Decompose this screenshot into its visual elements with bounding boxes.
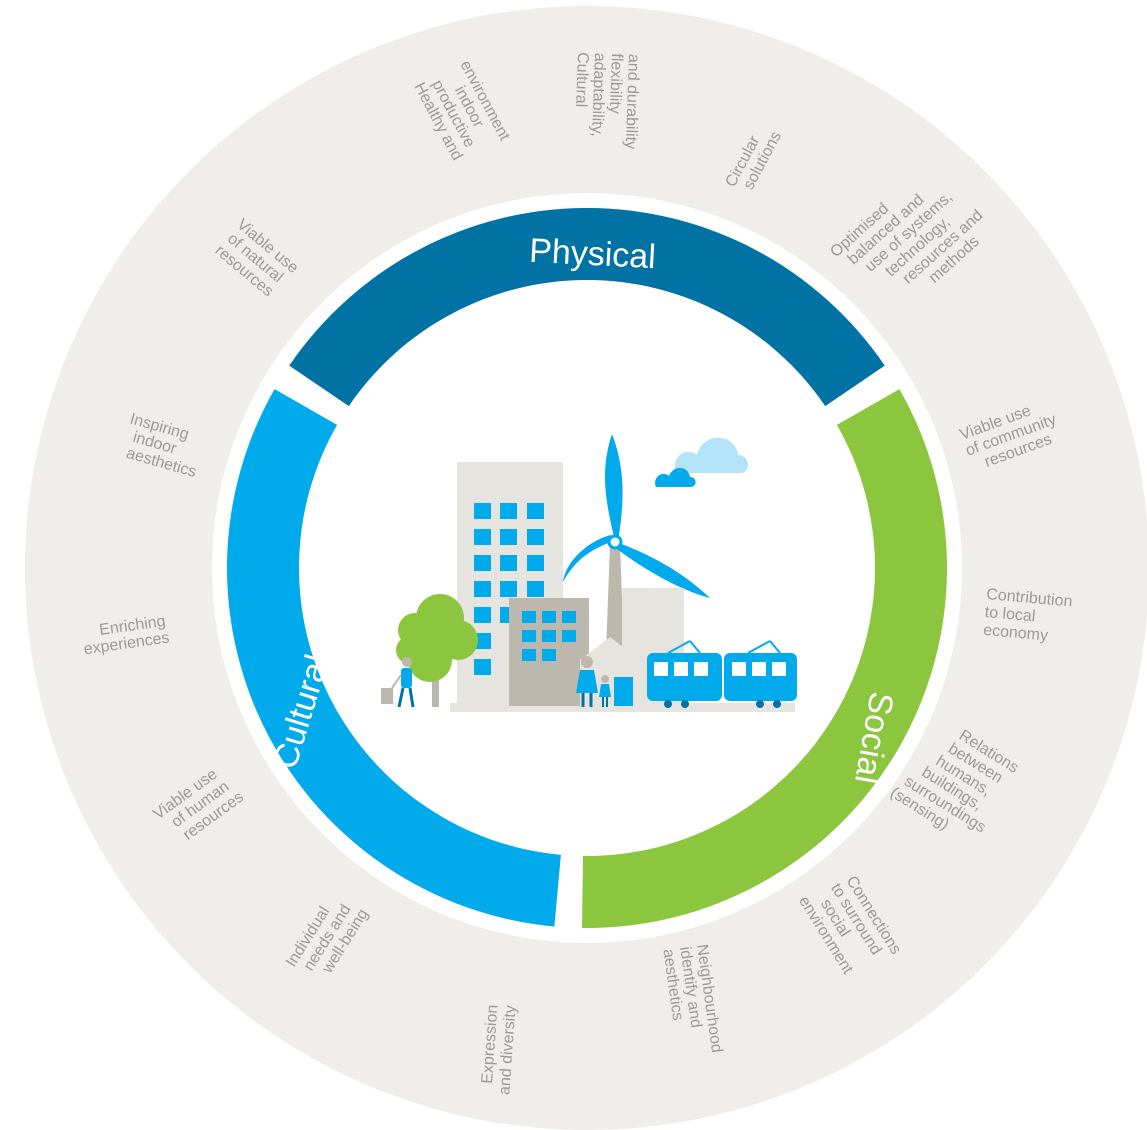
- house-door: [614, 677, 633, 706]
- clouds: [655, 437, 749, 487]
- pavement: [450, 703, 795, 712]
- grey-building-windows: [522, 611, 576, 661]
- tree: [396, 594, 478, 707]
- traveller-person: [381, 657, 415, 708]
- tram: [647, 640, 797, 708]
- label-line: Cultural: [572, 52, 591, 108]
- label-line: flexibility: [606, 53, 625, 114]
- label-line: economy: [983, 622, 1049, 645]
- label-line: and durability: [622, 54, 642, 150]
- parent-and-child: [576, 656, 611, 707]
- label-line: adaptability,: [588, 52, 608, 137]
- tall-building-windows: [474, 503, 544, 675]
- physical-segment: [289, 208, 885, 407]
- physical-label: Physical: [528, 232, 656, 277]
- cultural-segment: [227, 389, 561, 927]
- label-line: to local: [984, 604, 1036, 625]
- label-cultural-adaptability: Cultural adaptability, flexibility and d…: [571, 52, 642, 149]
- social-segment: [581, 389, 947, 929]
- label-line: Expression: [479, 1004, 501, 1084]
- city-illustration: [381, 434, 797, 712]
- label-line: and diversity: [496, 1005, 519, 1096]
- inner-disc: [301, 282, 873, 854]
- label-expression-diversity: Expression and diversity: [478, 1000, 519, 1096]
